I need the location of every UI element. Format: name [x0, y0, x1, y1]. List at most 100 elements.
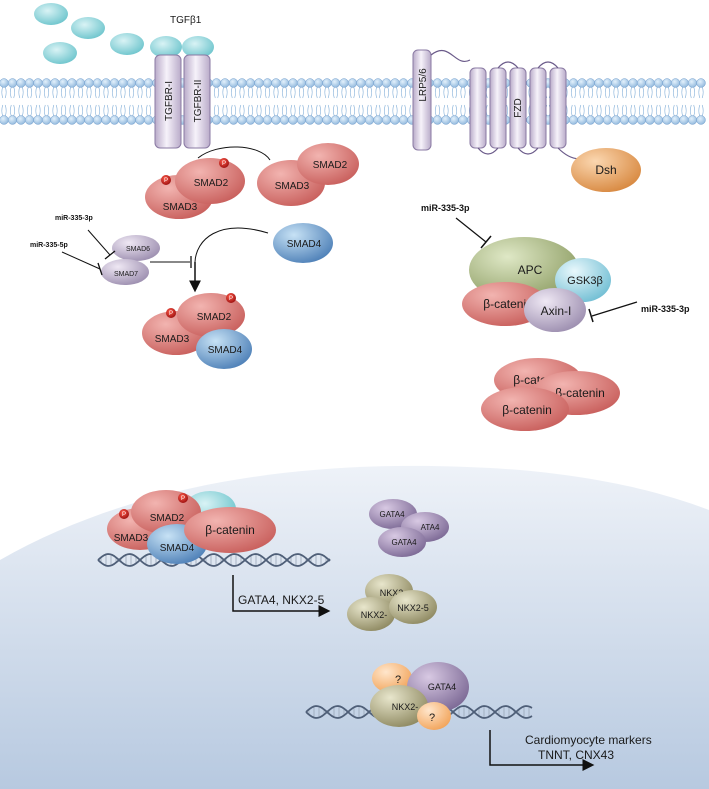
lipid-tail: [26, 86, 33, 99]
lipid-head: [594, 115, 604, 125]
svg-text:?: ?: [395, 674, 401, 686]
svg-text:β-catenin: β-catenin: [205, 523, 255, 537]
lipid-tail: [247, 104, 254, 117]
lipid-tail: [672, 104, 679, 117]
lipid-head: [126, 115, 137, 125]
lipid-tail: [341, 86, 347, 99]
mir3p-smad6-inhibit: [87, 229, 111, 256]
lipid-head: [628, 78, 638, 88]
lipid-tail: [638, 104, 645, 117]
ligand-5: [150, 36, 182, 58]
svg-text:NKX2-: NKX2-: [361, 610, 388, 620]
lipid-tail: [681, 104, 687, 117]
lipid-head: [220, 78, 230, 88]
lipid-head: [271, 78, 281, 88]
svg-text:?: ?: [429, 712, 435, 724]
lipid-head: [645, 78, 655, 88]
tgfbr2-receptor: TGFBR-II: [183, 54, 211, 149]
lipid-tail: [256, 104, 262, 117]
mir3p-apc-inhibit: [455, 217, 487, 243]
lipid-tail: [613, 86, 619, 99]
lipid-head: [619, 115, 630, 125]
lipid-tail: [315, 86, 322, 99]
lipid-head: [670, 115, 681, 125]
mir-335-3p-axin-label: miR-335-3p: [641, 304, 690, 314]
lipid-tail: [69, 86, 75, 99]
lipid-head: [262, 115, 273, 125]
lipid-head: [653, 115, 664, 125]
lipid-head: [50, 115, 60, 125]
phospho-badge: [161, 175, 171, 185]
lipid-head: [313, 115, 324, 125]
svg-text:SMAD4: SMAD4: [287, 239, 322, 250]
lipid-head: [84, 78, 94, 88]
gata4-cluster: GATA4 ATA4 GATA4: [369, 499, 449, 557]
phospho-badge: [226, 293, 236, 303]
lipid-head: [679, 115, 689, 125]
svg-text:FZD: FZD: [513, 98, 524, 117]
transcription-arrow-1: [232, 575, 331, 617]
lipid-head: [628, 115, 638, 125]
lipid-head: [619, 78, 630, 88]
lipid-head: [458, 78, 468, 88]
lipid-head: [118, 78, 128, 88]
lipid-tail: [145, 104, 152, 117]
svg-text:SMAD4: SMAD4: [160, 543, 195, 554]
lipid-head: [24, 78, 35, 88]
lipid-tail: [145, 86, 152, 99]
lipid-tail: [213, 86, 220, 99]
lipid-head: [339, 78, 349, 88]
lipid-head: [16, 78, 26, 88]
lipid-tail: [349, 86, 356, 99]
svg-text:SMAD2: SMAD2: [194, 178, 229, 189]
mir5p-smad7-inhibit: [61, 251, 101, 270]
svg-text:P: P: [164, 178, 168, 184]
lipid-head: [228, 115, 239, 125]
lipid-head: [330, 115, 341, 125]
phospho-badge: [119, 509, 129, 519]
beta-catenin-cluster: β-catenin β-catenin β-catenin: [481, 358, 620, 431]
lipid-tail: [689, 104, 696, 117]
cardiomyocyte-markers-label: Cardiomyocyte markers: [525, 733, 652, 747]
lipid-tail: [307, 104, 313, 117]
lipid-head: [373, 78, 383, 88]
svg-text:β-catenin: β-catenin: [483, 297, 533, 311]
mir3p-apc-inhibit-bar: [480, 235, 492, 249]
lipid-head: [237, 115, 247, 125]
lipid-tail: [103, 86, 109, 99]
lipid-tail: [111, 86, 118, 99]
lipid-tail: [137, 86, 143, 99]
lipid-tail: [239, 104, 245, 117]
lipid-head: [432, 115, 443, 125]
svg-text:TGFBR-II: TGFBR-II: [193, 80, 204, 123]
lipid-head: [441, 115, 451, 125]
lipid-tail: [273, 104, 279, 117]
lipid-tail: [18, 104, 24, 117]
lipid-tail: [366, 86, 373, 99]
lipid-tail: [596, 104, 602, 117]
lipid-head: [602, 78, 613, 88]
lipid-head: [568, 115, 579, 125]
smad-activation-curve: [197, 146, 271, 161]
lipid-tail: [43, 104, 50, 117]
lipid-tail: [281, 86, 288, 99]
lipid-head: [228, 78, 239, 88]
svg-text:NKX2-: NKX2-: [380, 588, 407, 598]
lipid-tail: [86, 86, 92, 99]
lipid-head: [0, 115, 9, 125]
lipid-tail: [655, 104, 662, 117]
lipid-tail: [383, 104, 390, 117]
lipid-tail: [383, 86, 390, 99]
lipid-head: [611, 78, 621, 88]
lipid-head: [687, 78, 698, 88]
lipid-head: [288, 78, 298, 88]
lipid-tail: [358, 86, 364, 99]
lipid-tail: [77, 86, 84, 99]
lipid-tail: [298, 86, 305, 99]
svg-text:SMAD2: SMAD2: [313, 160, 348, 171]
lipid-head: [16, 115, 26, 125]
lipid-head: [322, 115, 332, 125]
svg-text:NKX2-5: NKX2-5: [397, 603, 429, 613]
lipid-head: [220, 115, 230, 125]
lipid-head: [339, 115, 349, 125]
